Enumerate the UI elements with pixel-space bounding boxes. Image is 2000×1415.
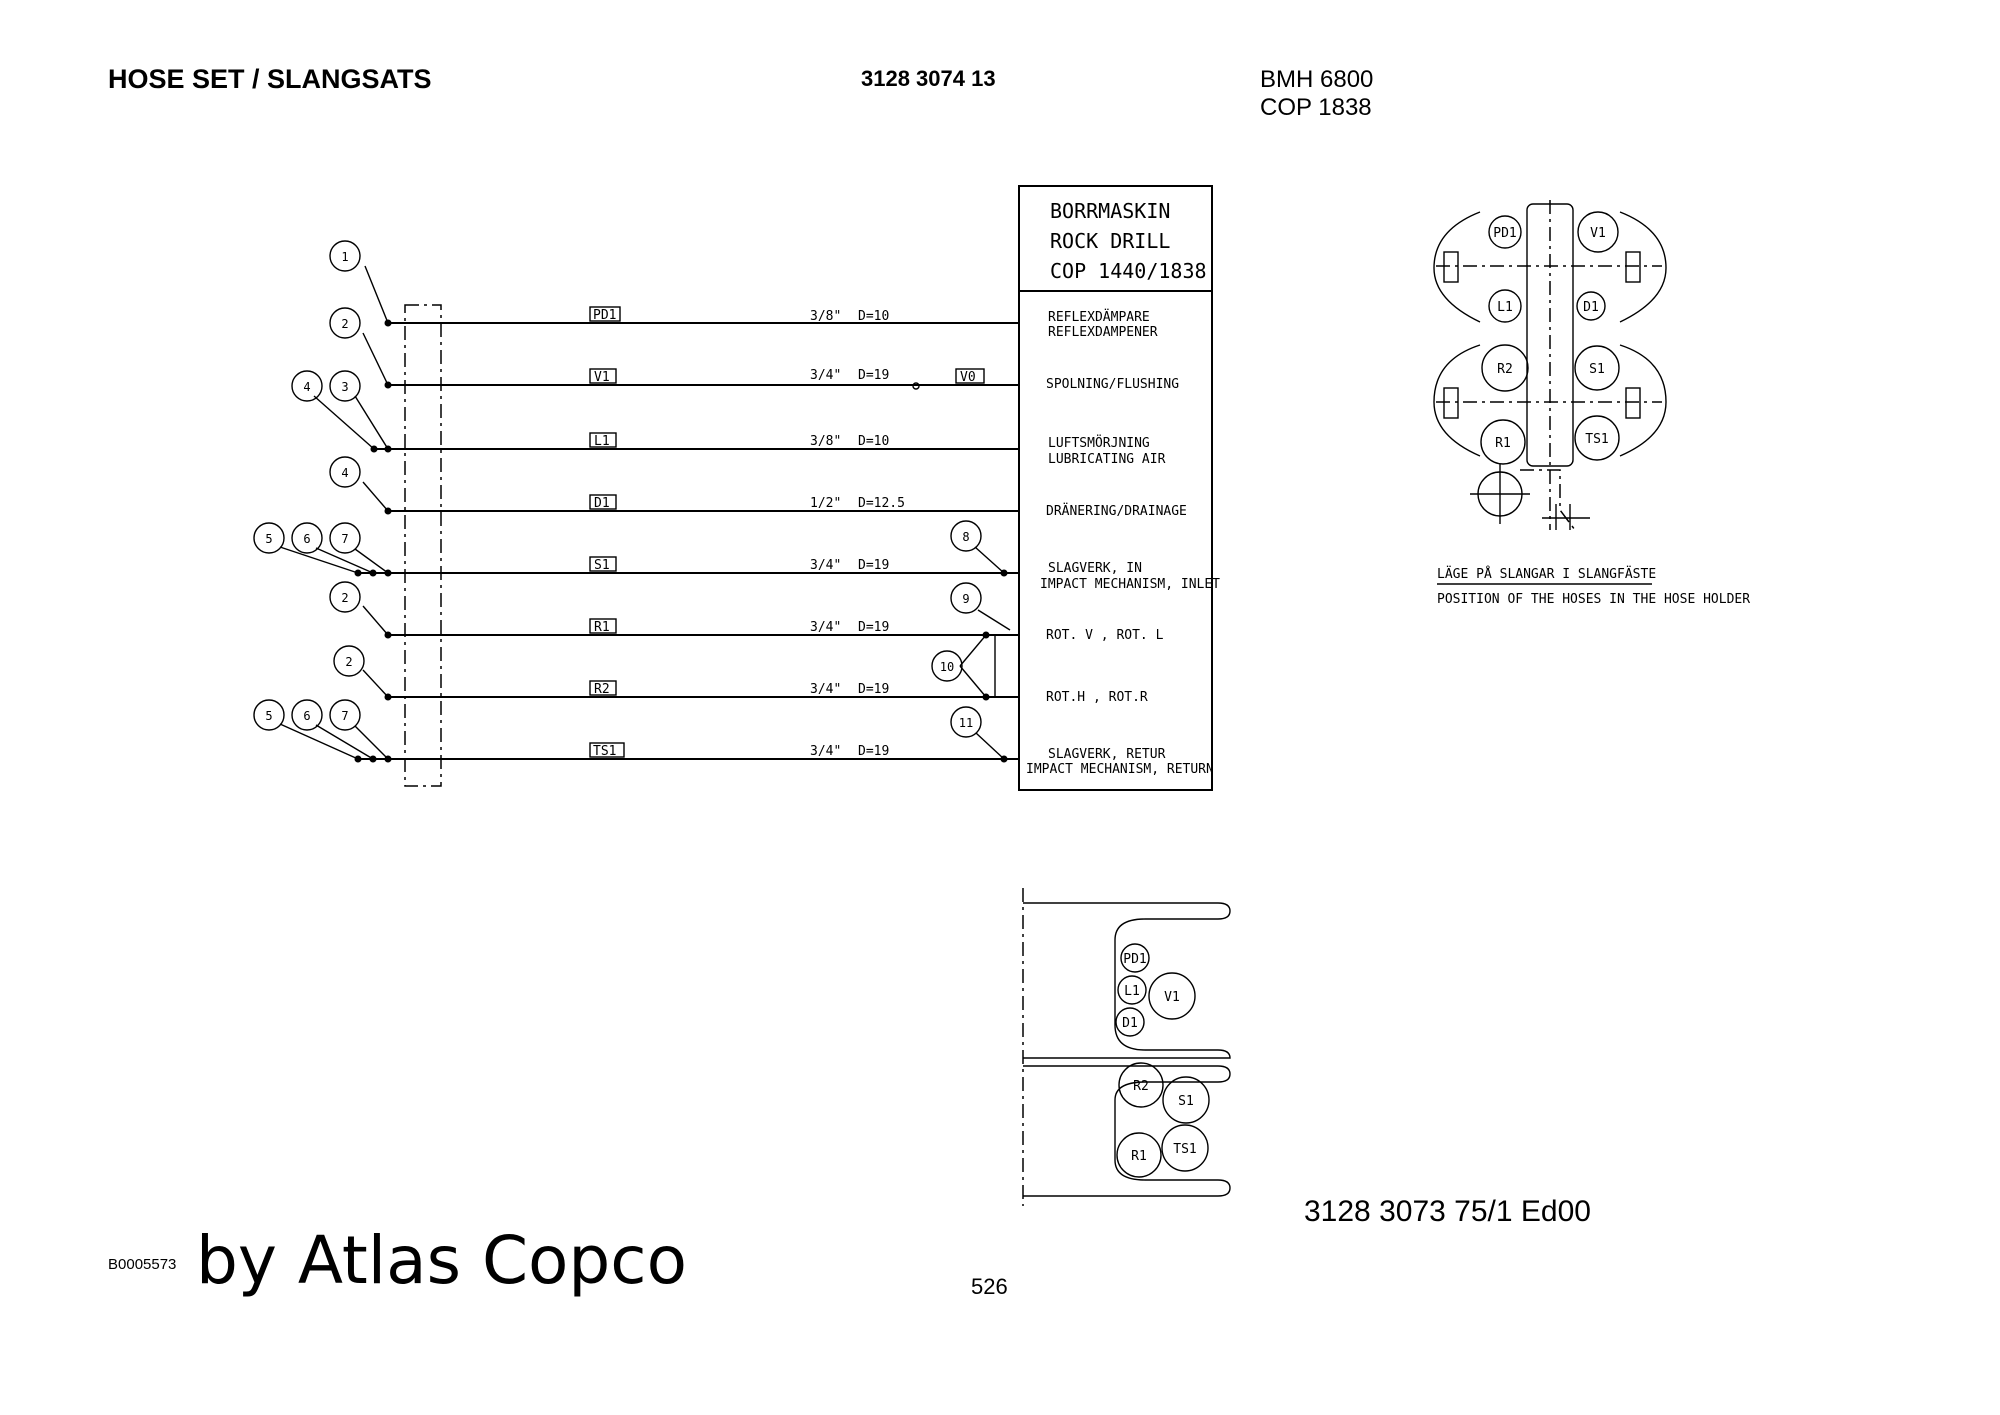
holder-label: S1 — [1589, 362, 1605, 377]
callout-number: 5 — [265, 709, 272, 723]
drawing-reference: 3128 3073 75/1 Ed00 — [1304, 1195, 1591, 1228]
clamp-label: R2 — [1133, 1079, 1149, 1094]
hose-holder-view: PD1 V1 L1 D1 R2 S1 R1 TS1 LÄGE PÅ SLANGA… — [1433, 200, 1750, 607]
callout-number: 9 — [962, 592, 969, 606]
hose-diameter: D=12.5 — [858, 496, 905, 511]
holder-label: L1 — [1497, 300, 1513, 315]
clamp-label: TS1 — [1173, 1142, 1196, 1157]
hose-diameter: D=10 — [858, 434, 889, 449]
hose-code-extra: V0 — [960, 370, 976, 385]
hose-code: D1 — [594, 496, 610, 511]
rock-drill-line2: ROCK DRILL — [1050, 229, 1170, 253]
callout-number: 11 — [959, 716, 973, 730]
hose-code: S1 — [594, 558, 610, 573]
image-code: B0005573 — [108, 1256, 177, 1273]
hose-function: SPOLNING/FLUSHING — [1046, 377, 1179, 392]
hose-function: LUFTSMÖRJNING — [1048, 434, 1150, 451]
hose-size: 1/2" — [810, 496, 841, 511]
rock-drill-box: BORRMASKIN ROCK DRILL COP 1440/1838 — [1018, 185, 1213, 791]
row-v1: V1 V0 3/4" D=19 SPOLNING/FLUSHING 2 — [329, 307, 1179, 392]
row-l1: L1 3/8" D=10 LUFTSMÖRJNING LUBRICATING A… — [291, 370, 1166, 467]
clamp-label: D1 — [1122, 1016, 1138, 1031]
row-d1: D1 1/2" D=12.5 DRÄNERING/DRAINAGE 4 — [329, 456, 1187, 519]
clamp-label: R1 — [1131, 1149, 1147, 1164]
hose-block-outline — [404, 304, 442, 787]
hose-code: V1 — [594, 370, 610, 385]
row-s1: S1 3/4" D=19 SLAGVERK, IN IMPACT MECHANI… — [253, 520, 1220, 592]
holder-label: PD1 — [1493, 226, 1516, 241]
hose-diameter: D=19 — [858, 620, 889, 635]
hose-size: 3/4" — [810, 620, 841, 635]
hose-diameter: D=19 — [858, 682, 889, 697]
clamp-label: V1 — [1164, 990, 1180, 1005]
callout-number: 7 — [341, 709, 348, 723]
hose-diameter: D=10 — [858, 309, 889, 324]
hose-function: DRÄNERING/DRAINAGE — [1046, 503, 1187, 519]
model-line-2: COP 1838 — [1260, 94, 1372, 121]
hose-code: PD1 — [593, 308, 616, 323]
row-pd1: PD1 3/8" D=10 REFLEXDÄMPARE REFLEXDAMPEN… — [329, 240, 1158, 340]
callout-number: 4 — [341, 466, 348, 480]
hose-code: R2 — [594, 682, 610, 697]
holder-label: D1 — [1583, 300, 1599, 315]
callout-number: 8 — [962, 530, 969, 544]
hose-size: 3/4" — [810, 744, 841, 759]
callout-number: 2 — [345, 655, 352, 669]
page-number: 526 — [971, 1274, 1008, 1299]
hose-size: 3/4" — [810, 682, 841, 697]
hose-size: 3/4" — [810, 368, 841, 383]
holder-label: TS1 — [1585, 432, 1608, 447]
hose-size: 3/4" — [810, 558, 841, 573]
hose-size: 3/8" — [810, 309, 841, 324]
row-r2: R2 3/4" D=19 ROT.H , ROT.R 2 10 — [333, 634, 1148, 705]
hose-function: REFLEXDAMPENER — [1048, 325, 1158, 340]
rock-drill-line1: BORRMASKIN — [1050, 199, 1170, 223]
hose-code: R1 — [594, 620, 610, 635]
clamp-label: PD1 — [1123, 952, 1146, 967]
callout-number: 6 — [303, 709, 310, 723]
hose-function: REFLEXDÄMPARE — [1048, 309, 1150, 325]
clamp-view: PD1 L1 V1 D1 R2 S1 R1 TS1 — [1022, 888, 1231, 1206]
brand-caption: by Atlas Copco — [196, 1222, 687, 1299]
holder-label: R1 — [1495, 436, 1511, 451]
hose-diameter: D=19 — [858, 558, 889, 573]
hose-size: 3/8" — [810, 434, 841, 449]
hose-diameter: D=19 — [858, 368, 889, 383]
hose-function: IMPACT MECHANISM, RETURN — [1026, 762, 1214, 777]
holder-caption-sv: LÄGE PÅ SLANGAR I SLANGFÄSTE — [1437, 566, 1656, 582]
hose-code: TS1 — [593, 744, 616, 759]
callout-number: 1 — [341, 250, 348, 264]
row-ts1: TS1 3/4" D=19 SLAGVERK, RETUR IMPACT MEC… — [253, 699, 1214, 777]
callout-number: 2 — [341, 317, 348, 331]
part-number: 3128 3074 13 — [861, 66, 996, 91]
holder-label: R2 — [1497, 362, 1513, 377]
holder-caption-en: POSITION OF THE HOSES IN THE HOSE HOLDER — [1437, 592, 1750, 607]
callout-number: 5 — [265, 532, 272, 546]
clamp-label: S1 — [1178, 1094, 1194, 1109]
hose-function: IMPACT MECHANISM, INLET — [1040, 577, 1220, 592]
hose-function: ROT.H , ROT.R — [1046, 690, 1148, 705]
hose-function: SLAGVERK, IN — [1048, 561, 1142, 576]
page-title: HOSE SET / SLANGSATS — [108, 64, 432, 94]
hose-function: SLAGVERK, RETUR — [1048, 747, 1166, 762]
model-line-1: BMH 6800 — [1260, 66, 1374, 93]
callout-number: 4 — [303, 380, 310, 394]
holder-label: V1 — [1590, 226, 1606, 241]
row-r1: R1 3/4" D=19 ROT. V , ROT. L 2 9 — [329, 581, 1164, 697]
clamp-label: L1 — [1124, 984, 1140, 999]
hose-code: L1 — [594, 434, 610, 449]
callout-number: 7 — [341, 532, 348, 546]
hose-function: LUBRICATING AIR — [1048, 452, 1166, 467]
hose-function: ROT. V , ROT. L — [1046, 628, 1164, 643]
callout-number: 2 — [341, 591, 348, 605]
callout-number: 6 — [303, 532, 310, 546]
callout-number: 3 — [341, 380, 348, 394]
callout-number: 10 — [940, 660, 954, 674]
rock-drill-line3: COP 1440/1838 — [1050, 259, 1207, 283]
hose-diameter: D=19 — [858, 744, 889, 759]
